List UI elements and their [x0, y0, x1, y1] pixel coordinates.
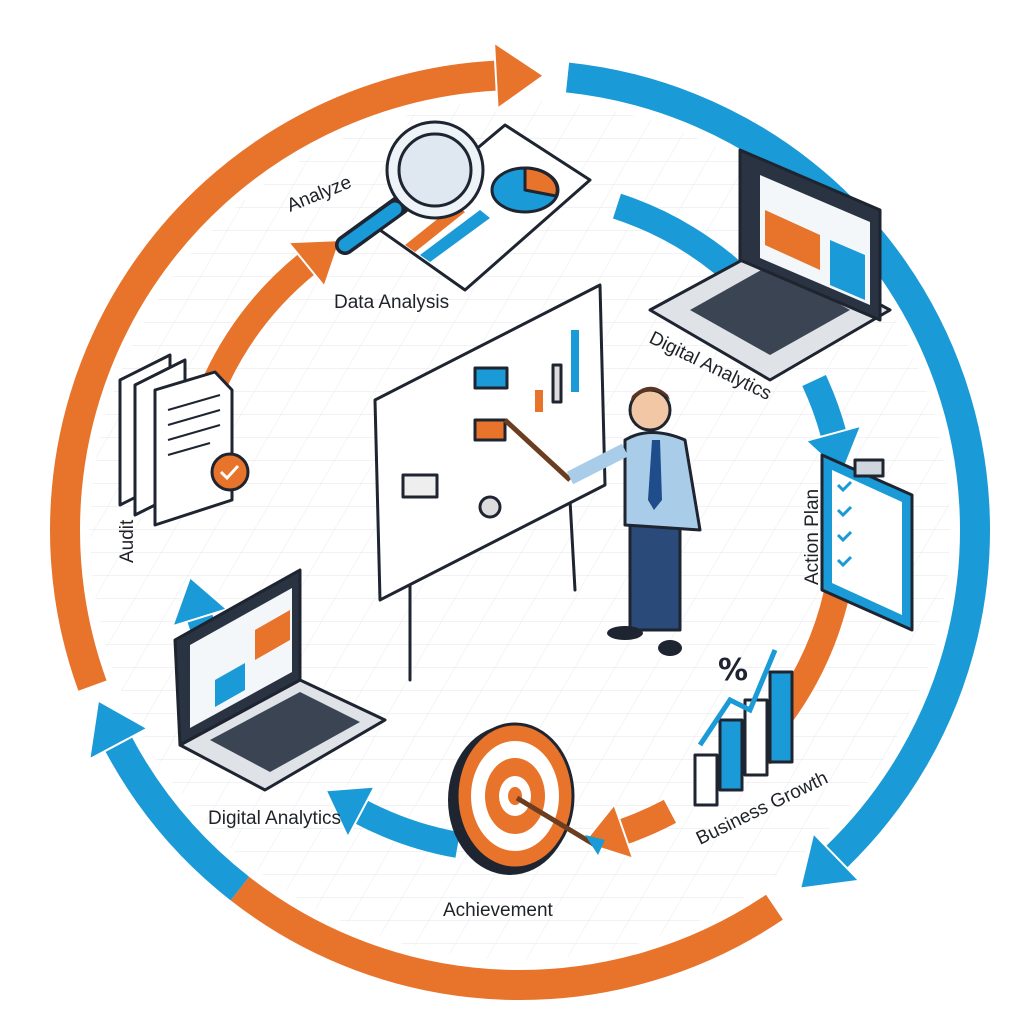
outer-arc-orange-left-arrowhead-icon [492, 40, 546, 111]
inner-arrow-audit-to-analysis [204, 254, 315, 387]
inner-arrow-audit-to-analysis-arrowhead-icon [286, 239, 342, 289]
label-digital-analytics-bottom: Digital Analytics [208, 808, 341, 829]
label-audit: Audit [117, 519, 138, 563]
percent-icon: % [718, 653, 748, 688]
achievement-target-icon [448, 722, 605, 875]
label-data-analysis: Data Analysis [334, 292, 449, 313]
label-achievement: Achievement [443, 900, 554, 921]
laptop-dashboard-bottom-icon [173, 568, 387, 792]
outer-arc-blue-right-arrowhead-icon [798, 831, 862, 890]
audit-documents-icon [118, 353, 250, 527]
presenter-person-icon [503, 386, 702, 656]
outer-arc-blue-bottom-left [105, 736, 250, 901]
outer-cycle-ring [50, 40, 990, 1000]
action-plan-clipboard-icon [820, 453, 914, 632]
outer-arc-orange-left [50, 60, 497, 691]
business-growth-chart-icon: % [693, 649, 794, 807]
inner-arrow-target-to-laptop [355, 800, 461, 858]
data-analysis-icon [335, 120, 592, 292]
whiteboard-flowchart-icon [373, 283, 607, 682]
inner-arrow-laptop-to-audit-arrowhead-icon [170, 575, 230, 628]
laptop-dashboard-top-icon [648, 148, 892, 382]
label-action-plan: Action Plan [802, 489, 823, 585]
inner-arrow-target-to-laptop-arrowhead-icon [324, 785, 377, 840]
outer-arc-orange-bottom [230, 876, 783, 1000]
outer-arc-blue-right [565, 62, 990, 868]
outer-arc-blue-bottom-left-arrowhead-icon [88, 698, 150, 762]
